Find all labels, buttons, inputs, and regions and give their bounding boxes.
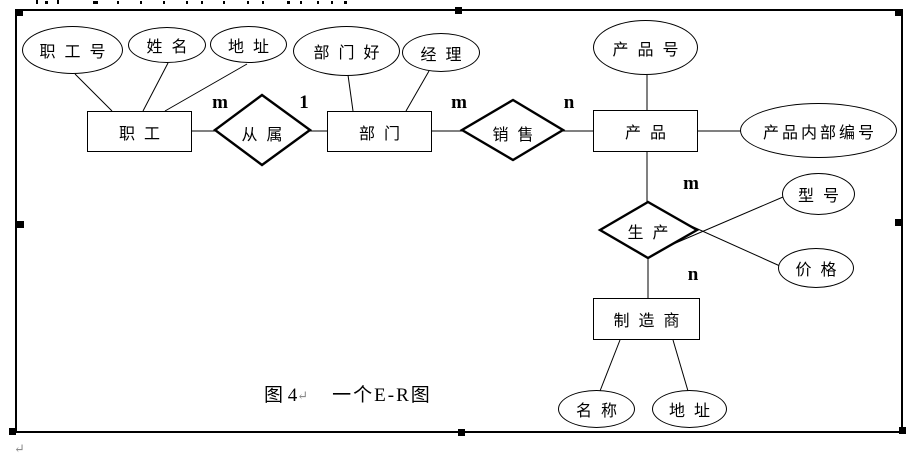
selection-handle-top-right[interactable] [895, 9, 902, 16]
relationship-diamond-subordination[interactable] [212, 93, 313, 167]
attribute-ellipse-employee-name[interactable]: 姓名 [128, 27, 206, 63]
connector-name-employee [142, 62, 169, 112]
connector-manufacturer-name [599, 339, 621, 392]
attribute-ellipse-price[interactable]: 价格 [778, 248, 854, 288]
attribute-ellipse-manufacturer-address[interactable]: 地址 [652, 390, 727, 428]
attribute-ellipse-employee-address[interactable]: 地址 [210, 26, 287, 63]
relationship-label-sales: 销售 [492, 127, 543, 144]
relationship-label-production: 生产 [627, 225, 678, 242]
relationship-label-subordination: 从属 [241, 127, 292, 144]
selection-handle-top-middle[interactable] [455, 7, 462, 14]
connector-employee-no-employee [74, 73, 113, 112]
cardinality-department-sales: m [451, 92, 467, 113]
selection-handle-middle-right[interactable] [895, 219, 902, 226]
paragraph-mark-icon: ↵ [14, 441, 25, 456]
selection-handle-top-left[interactable] [16, 9, 23, 16]
connector-production-model [663, 196, 784, 249]
attribute-ellipse-model[interactable]: 型号 [782, 173, 855, 215]
attribute-ellipse-manager[interactable]: 经理 [402, 33, 480, 72]
connector-manufacturer-address [672, 339, 689, 392]
selection-handle-bottom-middle[interactable] [458, 429, 465, 436]
attribute-ellipse-product-no[interactable]: 产品号 [593, 20, 698, 75]
cardinality-product-production: m [683, 173, 699, 194]
return-mark-icon: ↵ [297, 388, 309, 403]
attribute-ellipse-employee-no[interactable]: 职工号 [22, 26, 123, 74]
figure-caption-title: 一个E-R图 [332, 385, 432, 406]
cardinality-sales-product: n [563, 92, 575, 113]
selection-handle-middle-left[interactable] [17, 221, 24, 228]
entity-box-employee[interactable]: 职工 [87, 111, 192, 152]
connector-manager-department [405, 70, 430, 112]
attribute-ellipse-product-internal-no[interactable]: 产品内部编号 [740, 103, 897, 158]
selection-handle-bottom-right[interactable] [899, 427, 906, 434]
entity-box-manufacturer[interactable]: 制造商 [593, 298, 700, 340]
attribute-ellipse-department-no[interactable]: 部门好 [293, 26, 400, 76]
figure-caption-label: 图 4 [264, 385, 298, 406]
entity-box-product[interactable]: 产品 [593, 110, 698, 152]
relationship-diamond-production[interactable] [597, 200, 700, 260]
relationship-diamond-sales[interactable] [459, 98, 566, 162]
connector-address-employee [164, 63, 248, 112]
cardinality-employee-subordination: m [212, 92, 228, 113]
entity-box-department[interactable]: 部门 [327, 111, 432, 152]
figure-caption: 图 4↵ 一个E-R图 [264, 380, 432, 407]
connector-department-no-department [347, 74, 354, 112]
attribute-ellipse-manufacturer-name[interactable]: 名称 [558, 390, 635, 428]
cardinality-subordination-department: 1 [299, 92, 309, 113]
cardinality-production-manufacturer: n [687, 264, 699, 285]
selection-handle-bottom-left[interactable] [9, 428, 16, 435]
